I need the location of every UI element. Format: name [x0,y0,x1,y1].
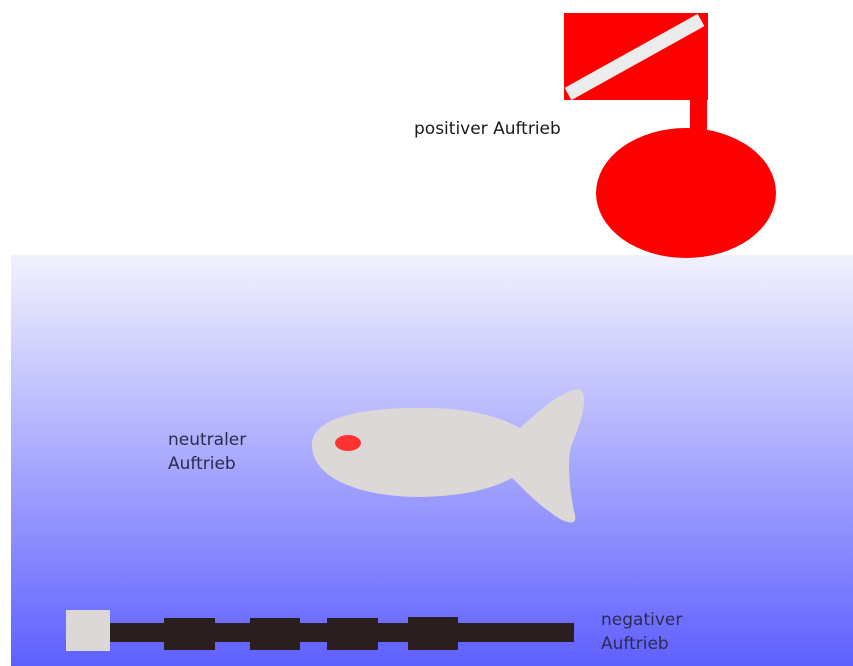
neutral-buoyancy-label: neutraler Auftrieb [168,428,246,476]
weight-block [164,618,215,650]
negative-buoyancy-line2: Auftrieb [601,632,682,656]
negative-buoyancy-label: negativer Auftrieb [601,608,682,656]
fish-eye [335,435,361,451]
positive-buoyancy-text: positiver Auftrieb [414,117,561,141]
weight-block [327,618,378,650]
weight-block [408,617,458,650]
belt-buckle [66,610,110,651]
neutral-buoyancy-line1: neutraler [168,428,246,452]
buoy-ball [596,128,776,258]
negative-buoyancy-line1: negativer [601,608,682,632]
neutral-buoyancy-line2: Auftrieb [168,452,246,476]
positive-buoyancy-label: positiver Auftrieb [414,117,561,141]
buoy-float [564,13,776,258]
weight-block [250,618,300,650]
